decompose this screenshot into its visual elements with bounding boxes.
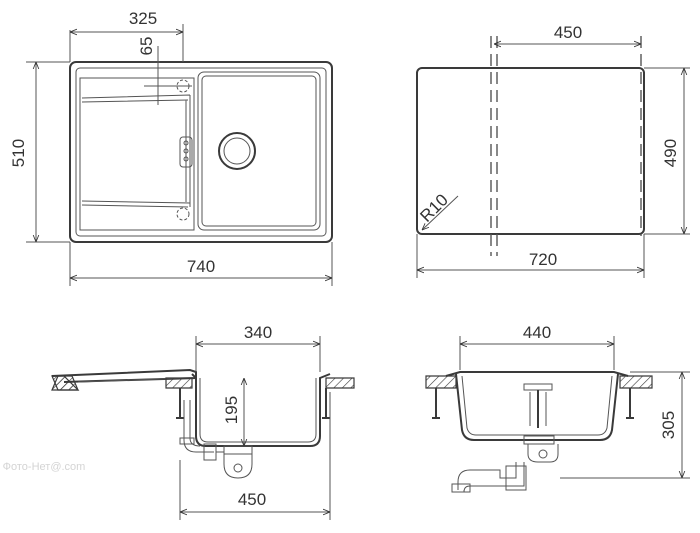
bowl-outline — [197, 71, 321, 231]
watermark: Фото-Нет@.com — [3, 461, 86, 473]
dim-490: 490 — [661, 139, 680, 167]
dim-195: 195 — [222, 396, 241, 424]
dim-720: 720 — [529, 250, 557, 269]
drainer-ribs — [81, 94, 191, 208]
dim-450-top: 450 — [554, 23, 582, 42]
bowl-inner — [201, 75, 317, 227]
cutout-outline — [416, 67, 645, 235]
sink-inner-outline — [75, 67, 327, 237]
dim-340: 340 — [244, 323, 272, 342]
countertop-left-front — [425, 375, 457, 389]
dim-440: 440 — [523, 323, 551, 342]
drainer-border — [79, 77, 195, 231]
countertop-right-front — [619, 375, 653, 389]
drain-inner — [223, 137, 251, 165]
section-view-right: 440 305 — [425, 323, 690, 493]
bowl-section — [191, 373, 331, 447]
section-view-left: 340 195 450 Фото-Нет@.com — [3, 323, 355, 520]
dim-305: 305 — [659, 411, 678, 439]
countertop-right — [325, 377, 355, 389]
drain-outer — [218, 132, 256, 170]
dim-65: 65 — [137, 37, 156, 56]
bowl-section-front — [455, 373, 619, 441]
overflow-slot — [179, 136, 193, 168]
dim-r10: R10 — [416, 190, 451, 225]
dim-740: 740 — [187, 257, 215, 276]
cutout-view: 450 490 R10 720 — [416, 23, 690, 278]
dim-510: 510 — [9, 139, 28, 167]
plan-view-sink: 325 65 510 740 — [9, 9, 333, 286]
dim-450-bottom: 450 — [238, 490, 266, 509]
tap-hole-bottom — [176, 207, 190, 221]
sink-outline — [69, 61, 333, 243]
dim-325: 325 — [129, 9, 157, 28]
